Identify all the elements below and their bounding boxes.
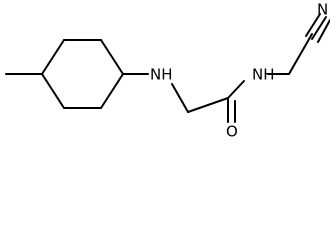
nitrile-nitrogen-label: N (317, 1, 328, 19)
ring-bond-6 (41, 73, 65, 109)
cyclohexyl-ring (5, 39, 124, 109)
nitrile-triple-bond-2 (311, 16, 327, 40)
carbonyl-oxygen-label: O (226, 123, 238, 141)
amine-to-methylene-bond (171, 83, 189, 113)
ring-bond-4 (100, 73, 124, 109)
chemical-structure-diagram: NH O NH N (5, 1, 330, 141)
nitrile-triple-bond-3 (317, 19, 330, 43)
amine-nh-label: NH (150, 66, 173, 84)
amide-nh-label: NH (252, 66, 275, 84)
carbonyl-to-amide-bond (227, 80, 245, 99)
methylene-to-carbonyl-bond (187, 97, 229, 113)
ring-bond-1 (41, 39, 65, 75)
ring-bond-3 (100, 39, 124, 75)
nitrile-triple-bond-1 (305, 13, 321, 37)
methylene-to-nitrile-bond (288, 33, 313, 75)
